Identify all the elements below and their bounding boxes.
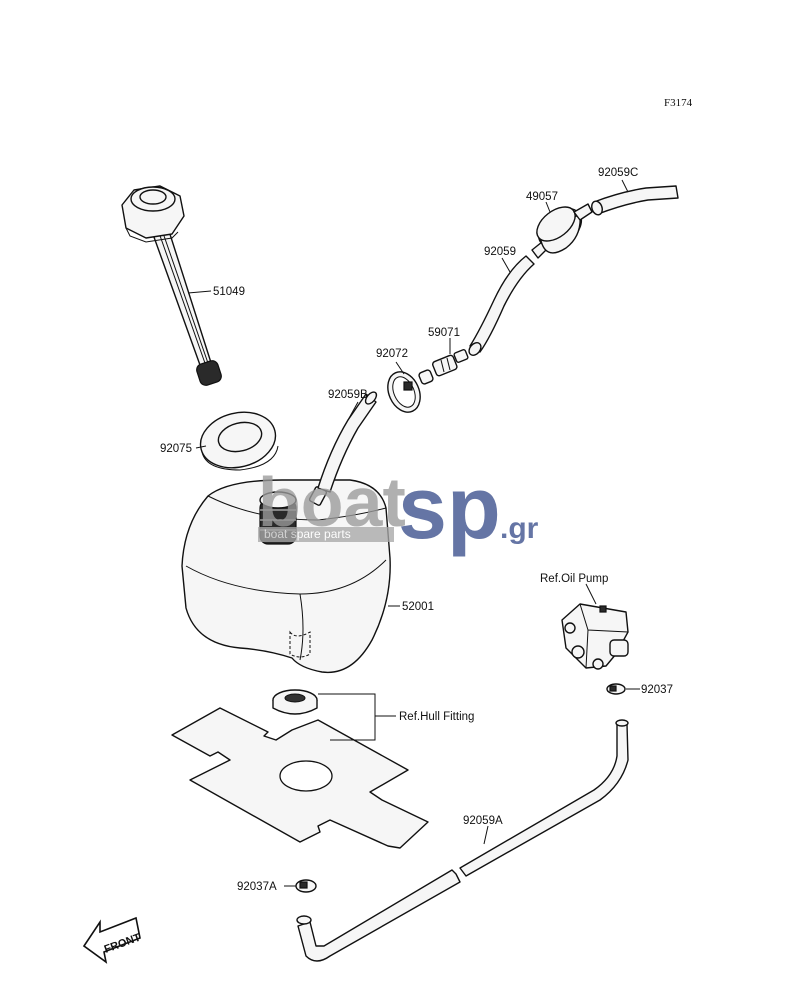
figure-code: F3174 — [664, 97, 693, 109]
label-92037a: 92037A — [237, 881, 277, 893]
label-92072: 92072 — [376, 348, 408, 360]
part-49057-filter — [531, 203, 593, 259]
label-ref-hull-fitting: Ref.Hull Fitting — [399, 711, 474, 723]
label-92037: 92037 — [641, 684, 673, 696]
watermark-sp: sp — [398, 458, 501, 557]
label-92059c: 92059C — [598, 167, 638, 179]
label-59071: 59071 — [428, 327, 460, 339]
label-92075: 92075 — [160, 443, 192, 455]
part-92059-hose — [468, 255, 535, 356]
watermark-logo: boat sp .gr boat spare parts — [258, 458, 539, 557]
part-mounting-pad — [171, 707, 429, 849]
part-92037-clamp — [606, 683, 626, 695]
label-ref-oil-pump: Ref.Oil Pump — [540, 573, 608, 585]
label-49057: 49057 — [526, 191, 558, 203]
part-92059c-hose — [591, 185, 679, 216]
part-92037a-clamp — [295, 879, 317, 893]
label-52001: 52001 — [402, 601, 434, 613]
label-92059a: 92059A — [463, 815, 503, 827]
part-92059a-hose — [296, 719, 629, 962]
part-92059b-hose — [317, 391, 378, 493]
part-92072-clamp — [387, 371, 421, 413]
part-59071-fitting — [418, 349, 469, 385]
label-92059: 92059 — [484, 246, 516, 258]
part-92075-grommet — [199, 411, 279, 471]
watermark-gr: .gr — [500, 512, 539, 545]
label-51049: 51049 — [213, 286, 245, 298]
part-ref-oil-pump — [561, 603, 629, 670]
part-51049-filler-cap-gauge — [121, 185, 222, 386]
part-hull-grommet — [272, 689, 318, 715]
front-arrow-icon: FRONT — [82, 916, 143, 964]
label-92059b: 92059B — [328, 389, 368, 401]
watermark-tagline: boat spare parts — [264, 527, 351, 541]
